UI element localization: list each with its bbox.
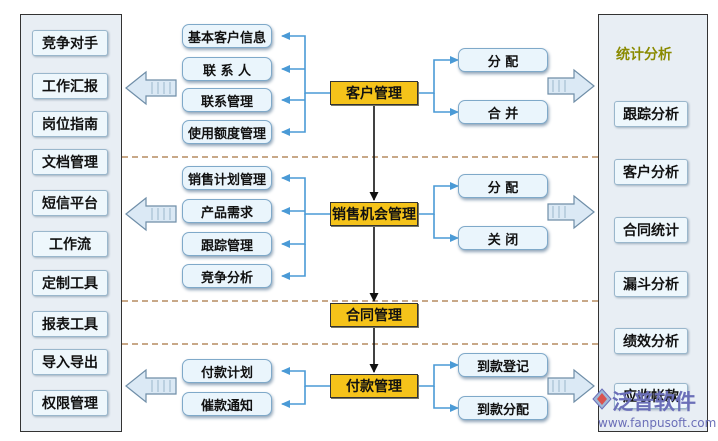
opportunity-product-demand[interactable]: 产品需求 [182, 199, 272, 223]
opportunity-close[interactable]: 关 闭 [458, 226, 548, 250]
opportunity-sales-plan[interactable]: 销售计划管理 [182, 166, 272, 190]
customer-quota-management[interactable]: 使用额度管理 [182, 120, 272, 144]
left-item-report-tools[interactable]: 报表工具 [32, 311, 108, 337]
customer-assign[interactable]: 分 配 [458, 48, 548, 72]
left-item-custom-tools[interactable]: 定制工具 [32, 270, 108, 296]
separator-2 [122, 300, 598, 302]
right-item-tracking-analysis[interactable]: 跟踪分析 [614, 101, 688, 127]
separator-1 [122, 156, 598, 158]
right-item-customer-analysis[interactable]: 客户分析 [614, 159, 688, 185]
customer-contacts[interactable]: 联 系 人 [182, 57, 272, 81]
left-item-work-report[interactable]: 工作汇报 [32, 73, 108, 99]
core-contract-management[interactable]: 合同管理 [330, 303, 418, 327]
customer-contact-management[interactable]: 联系管理 [182, 88, 272, 112]
left-item-import-export[interactable]: 导入导出 [32, 349, 108, 375]
opportunity-assign[interactable]: 分 配 [458, 174, 548, 198]
core-payment-management[interactable]: 付款管理 [330, 374, 418, 398]
left-item-job-guide[interactable]: 岗位指南 [32, 111, 108, 137]
right-panel-title: 统计分析 [616, 47, 672, 63]
separator-3 [122, 343, 598, 345]
payment-plan[interactable]: 付款计划 [182, 359, 272, 383]
right-item-funnel-analysis[interactable]: 漏斗分析 [614, 271, 688, 297]
right-item-contract-stats[interactable]: 合同统计 [614, 217, 688, 243]
right-item-performance-analysis[interactable]: 绩效分析 [614, 328, 688, 354]
payment-allocation[interactable]: 到款分配 [458, 396, 548, 420]
opportunity-tracking[interactable]: 跟踪管理 [182, 232, 272, 256]
left-item-competitor[interactable]: 竞争对手 [32, 30, 108, 56]
left-item-doc-management[interactable]: 文档管理 [32, 149, 108, 175]
payment-reminder[interactable]: 催款通知 [182, 392, 272, 416]
fanpu-logo-icon [592, 388, 612, 410]
logo-name: 泛普软件 [612, 390, 696, 414]
customer-merge[interactable]: 合 并 [458, 100, 548, 124]
left-item-sms-platform[interactable]: 短信平台 [32, 190, 108, 216]
right-item-receivables[interactable]: 应收帐款 [614, 383, 688, 409]
core-customer-management[interactable]: 客户管理 [330, 81, 418, 105]
customer-basic-info[interactable]: 基本客户信息 [182, 24, 272, 48]
logo-url: www.fanpusoft.com [598, 416, 717, 430]
payment-registration[interactable]: 到款登记 [458, 353, 548, 377]
core-sales-opportunity[interactable]: 销售机会管理 [330, 202, 418, 226]
left-item-workflow[interactable]: 工作流 [32, 231, 108, 257]
left-item-permissions[interactable]: 权限管理 [32, 390, 108, 416]
opportunity-competition-analysis[interactable]: 竞争分析 [182, 264, 272, 288]
